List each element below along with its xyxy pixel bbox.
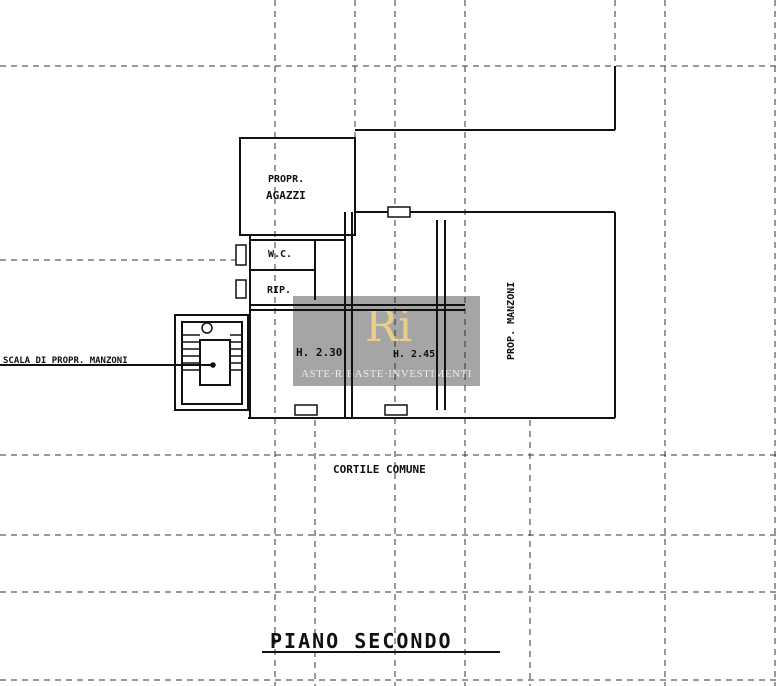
label-scala: SCALA DI PROPR. MANZONI [3,356,128,366]
label-propr-agazzi-1: PROPR. [268,174,304,185]
label-propr-agazzi-2: AGAZZI [266,189,306,202]
label-height-1: H. 2.30 [296,346,342,359]
windows [235,206,411,416]
plan-title: PIANO SECONDO [270,629,453,653]
walls [0,66,616,419]
label-wc: W.C. [268,249,292,260]
label-height-2: H. 2.45 [393,349,435,360]
watermark-text: ASTE·RIBASTE·INVESTIMENTI [301,368,472,380]
stair-treads [182,322,242,371]
label-cortile-comune: CORTILE COMUNE [333,463,426,476]
label-rip: RIP. [267,285,291,296]
plan-labels: PROPR. AGAZZI W.C. RIP. H. 2.30 H. 2.45 … [3,174,517,653]
label-prop-manzoni: PROP. MANZONI [506,282,517,360]
